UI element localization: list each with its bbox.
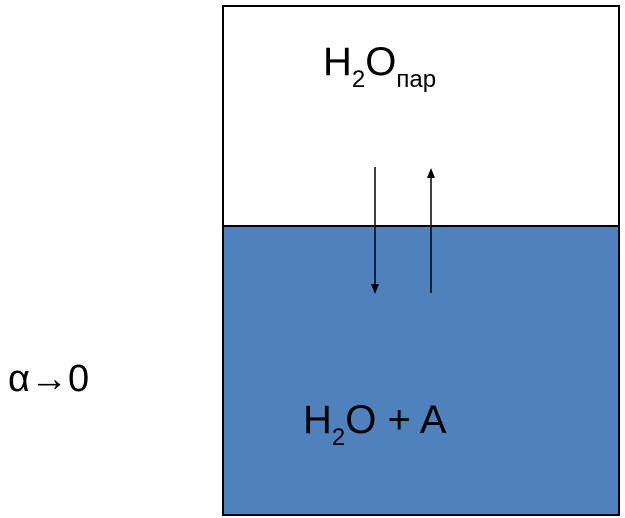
vapor-phase-subscript: пар — [396, 66, 437, 93]
alpha-limit-label: α→0 — [8, 358, 90, 400]
solution-formula-h: H — [303, 398, 332, 442]
liquid-region — [223, 226, 619, 515]
vapor-formula-o: O — [365, 40, 397, 84]
solution-formula-label: H2O + A — [303, 398, 447, 450]
vapor-formula-label: H2Oпар — [323, 40, 436, 92]
solution-formula-rest: O + A — [345, 398, 447, 442]
up-arrow-icon — [427, 168, 435, 293]
vapor-region — [223, 6, 619, 226]
down-arrow-icon — [371, 167, 379, 294]
vapor-formula-h: H — [323, 40, 352, 84]
solution-formula-subscript: 2 — [331, 424, 346, 451]
vapor-formula-subscript: 2 — [351, 66, 366, 93]
container-border — [222, 5, 620, 516]
